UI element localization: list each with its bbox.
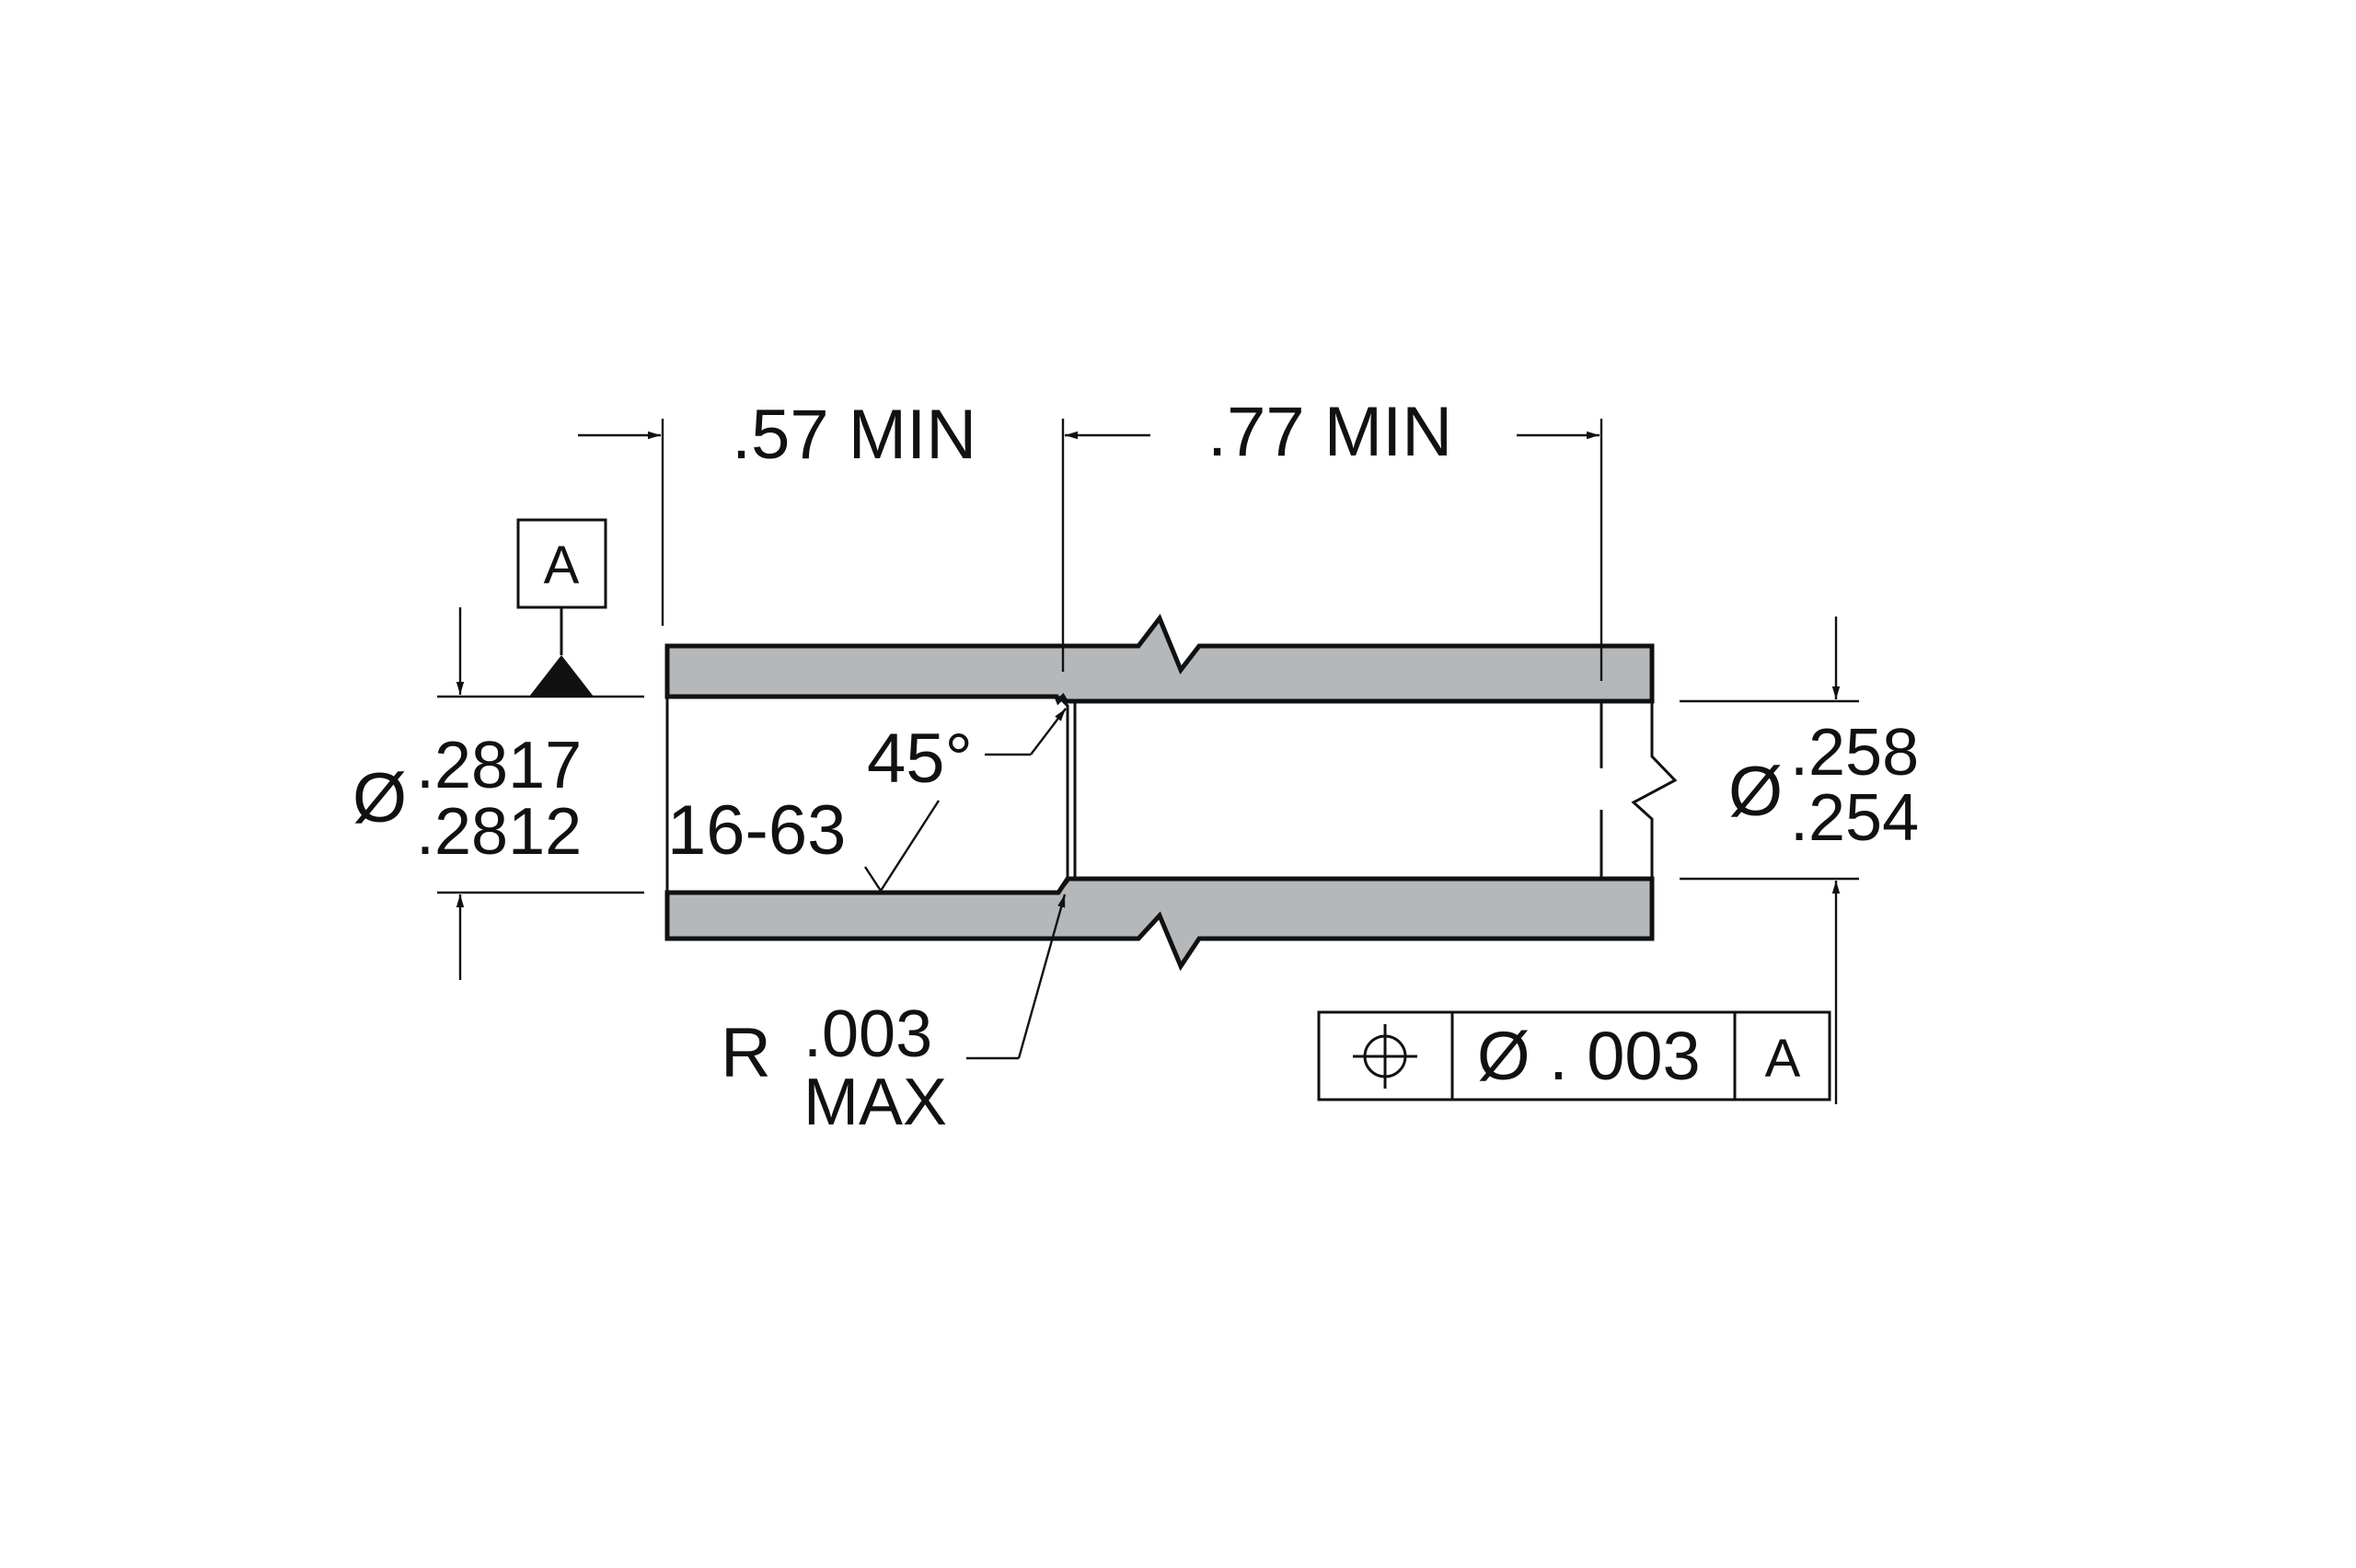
length-dim-left: .57 MIN: [732, 396, 976, 474]
datum-letter: A: [544, 536, 580, 595]
length-dimensions: .57 MIN .77 MIN: [578, 393, 1603, 681]
position-icon: [1353, 1024, 1417, 1089]
right-dia-lower: .254: [1790, 781, 1919, 855]
left-dia-symbol: Ø: [352, 759, 407, 837]
radius-callout: R .003 MAX: [721, 894, 1067, 1139]
right-dia-symbol: Ø: [1728, 753, 1783, 831]
radius-suffix: MAX: [803, 1066, 947, 1139]
surface-finish-icon: [863, 800, 941, 894]
fcf-tolerance: Ø . 003: [1477, 1018, 1701, 1094]
datum-triangle: [529, 655, 594, 697]
radius-prefix: R: [721, 1014, 771, 1092]
left-dia-lower: .2812: [416, 795, 582, 869]
part-section: [664, 614, 1678, 972]
length-dim-right: .77 MIN: [1207, 393, 1452, 471]
surface-finish-callout: 16-63: [667, 791, 941, 894]
right-diameter-dim: Ø .258 .254: [1680, 617, 1919, 1104]
chamfer-callout: 45°: [867, 708, 1067, 798]
feature-control-frame: Ø . 003 A: [1317, 1010, 1831, 1101]
datum-feature-symbol: A: [516, 518, 607, 697]
radius-value: .003: [803, 997, 932, 1071]
left-diameter-dim: Ø .2817 .2812: [352, 607, 644, 980]
chamfer-angle: 45°: [867, 720, 973, 798]
surface-finish: 16-63: [667, 791, 846, 870]
chamfer-step: [1057, 695, 1069, 894]
right-dia-upper: .258: [1790, 716, 1919, 790]
fcf-datum-ref: A: [1765, 1029, 1801, 1089]
top-wall: [664, 614, 1655, 706]
left-dia-upper: .2817: [416, 729, 582, 802]
break-line-right: [1631, 701, 1678, 879]
